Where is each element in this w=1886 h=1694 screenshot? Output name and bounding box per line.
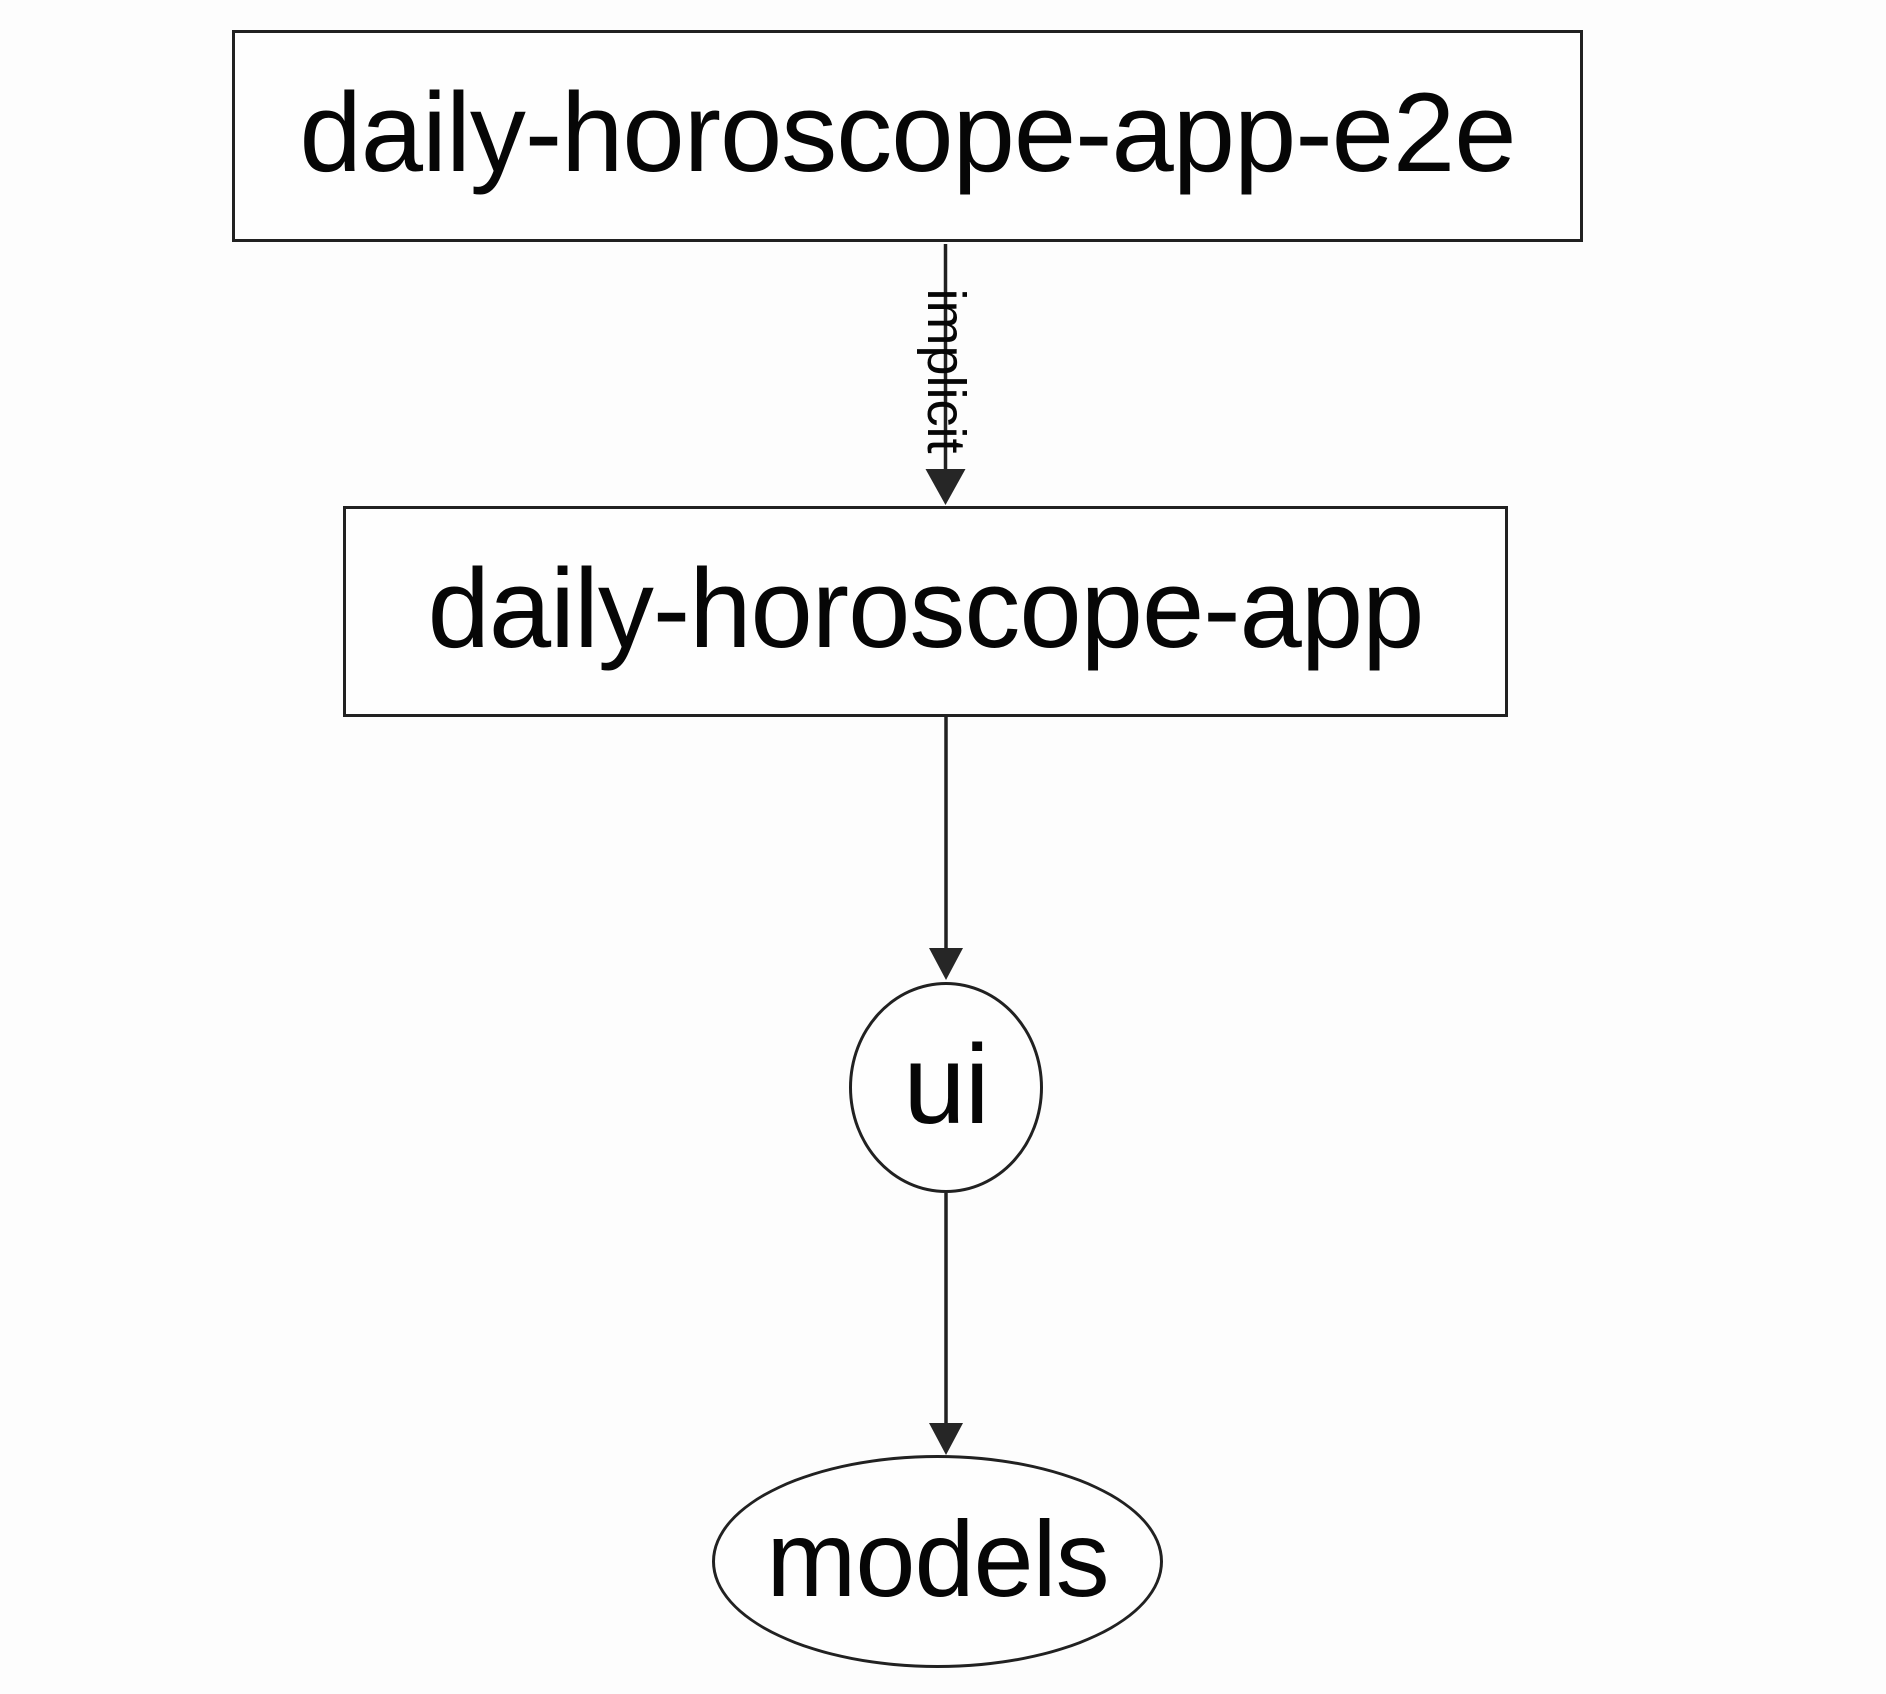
node-ui[interactable]: ui (849, 982, 1043, 1193)
edge-e2e-to-app (925, 244, 966, 505)
node-label: ui (903, 1021, 989, 1147)
edge-app-to-ui (929, 717, 963, 980)
node-daily-horoscope-app-e2e[interactable]: daily-horoscope-app-e2e (232, 30, 1583, 242)
node-label: daily-horoscope-app (427, 545, 1425, 671)
node-models[interactable]: models (712, 1455, 1163, 1668)
arrowhead-icon (929, 948, 963, 980)
node-label: daily-horoscope-app-e2e (299, 70, 1517, 195)
node-label: models (766, 1497, 1109, 1619)
arrowhead-icon (925, 469, 966, 505)
node-daily-horoscope-app[interactable]: daily-horoscope-app (343, 506, 1508, 717)
arrowhead-icon (929, 1423, 963, 1455)
edge-label-implicit: implicit (916, 288, 976, 454)
edge-ui-to-models (929, 1193, 963, 1455)
